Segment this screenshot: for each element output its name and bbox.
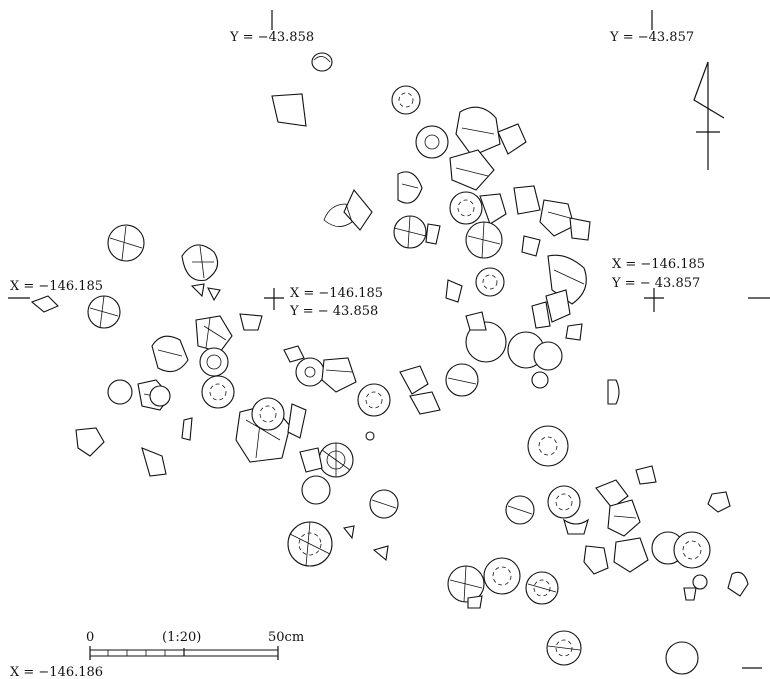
grid-markers	[8, 10, 770, 669]
label-x-left: X = −146.185	[10, 279, 103, 294]
north-arrow-icon	[693, 61, 725, 170]
label-right-y: Y = − 43.857	[611, 276, 700, 291]
label-x-bottom: X = −146.186	[10, 665, 103, 679]
vessel-rim	[465, 321, 507, 363]
sherd-fragment	[311, 52, 333, 72]
sherd-fragment	[271, 93, 307, 127]
label-center-y: Y = − 43.858	[289, 304, 378, 319]
scale-ratio-label: (1:20)	[162, 630, 201, 645]
sherd-fragment	[181, 244, 219, 282]
label-y-top-left: Y = −43.858	[229, 30, 314, 45]
scale-zero-label: 0	[86, 630, 94, 645]
vessel-rim	[527, 425, 569, 467]
label-right-x: X = −146.185	[612, 257, 705, 272]
label-center-x: X = −146.185	[290, 286, 383, 301]
scale-end-label: 50cm	[268, 630, 304, 645]
sherd-fragment	[30, 295, 59, 313]
label-y-top-right: Y = −43.857	[609, 30, 694, 45]
scale-bar: 0 (1:20) 50cm	[86, 630, 304, 660]
artifact-scatter	[30, 52, 749, 675]
